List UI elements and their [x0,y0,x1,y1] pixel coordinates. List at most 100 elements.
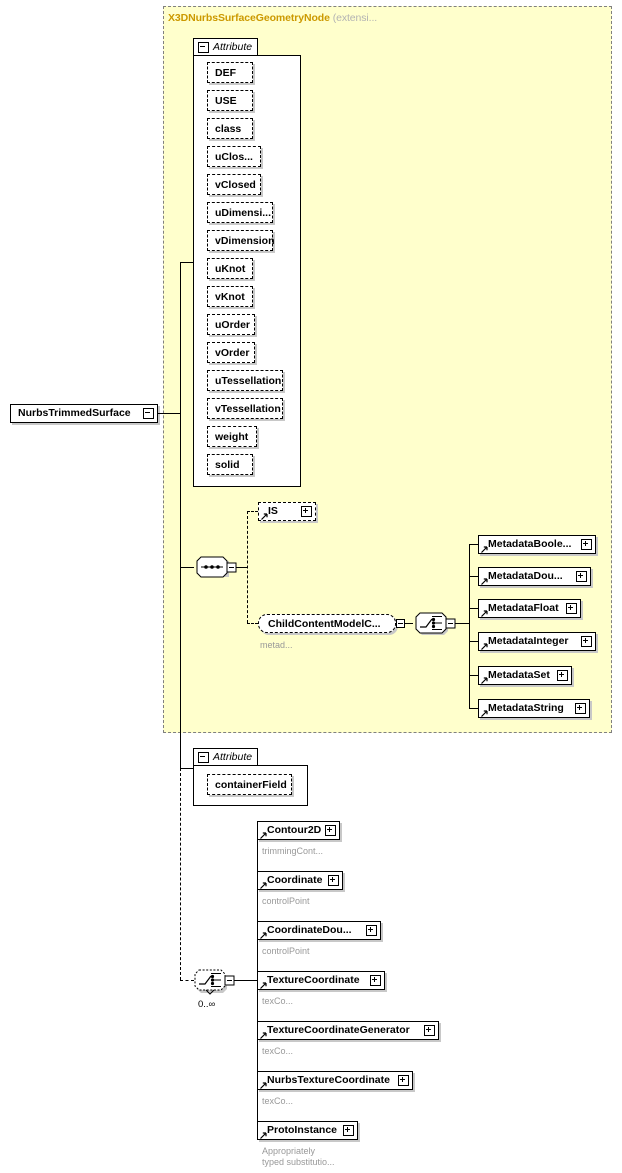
reference-arrow-icon [260,1031,267,1039]
expand-icon[interactable] [576,571,587,582]
attribute-vdimension[interactable]: vDimension [207,230,275,251]
element-caption: controlPoint [262,946,310,956]
expand-icon[interactable] [366,925,377,936]
expand-icon[interactable] [575,703,586,714]
reference-arrow-icon [260,931,267,939]
element-label: TextureCoordinateGenerator [267,1024,410,1037]
extension-region-title: X3DNurbsSurfaceGeometryNode (extensi... [168,12,377,24]
attribute-vorder[interactable]: vOrder [207,342,255,363]
element-label: MetadataDou... [488,570,563,583]
attribute-label: uClos... [215,150,253,163]
choice-compositor-icon[interactable] [413,610,457,636]
attribute-label: vTessellation [215,402,281,415]
connector [234,980,257,981]
extension-qualifier: (extensi... [332,12,378,24]
element-protoinstance[interactable]: ProtoInstance [257,1121,358,1140]
attribute-use[interactable]: USE [207,90,253,111]
choice-compositor-icon-optional[interactable] [192,967,238,995]
attribute-class[interactable]: class [207,118,253,139]
reference-arrow-icon [260,1081,267,1089]
element-caption: trimmingCont... [262,846,324,856]
element-label: TextureCoordinate [267,974,360,987]
element-metadatadou[interactable]: MetadataDou... [478,567,591,586]
occurrence-indicator: 0..∞ [198,999,216,1010]
attribute-group-header-own[interactable]: Attribute [193,748,258,766]
element-metadataboole[interactable]: MetadataBoole... [478,535,596,554]
attribute-utessellation[interactable]: uTessellation [207,370,283,391]
connector [158,413,180,414]
attribute-uorder[interactable]: uOrder [207,314,255,335]
element-metadatastring[interactable]: MetadataString [478,699,590,718]
attribute-udimensi[interactable]: uDimensi... [207,202,273,223]
expand-icon[interactable] [581,539,592,550]
expand-icon[interactable] [398,1075,409,1086]
reference-arrow-icon [481,642,488,650]
reference-arrow-icon [260,1131,267,1139]
attribute-weight[interactable]: weight [207,426,257,447]
element-texturecoordinate[interactable]: TextureCoordinate [257,971,385,990]
attribute-vclosed[interactable]: vClosed [207,174,261,195]
element-texturecoordinategenerator[interactable]: TextureCoordinateGenerator [257,1021,439,1040]
reference-arrow-icon [261,512,268,520]
attribute-solid[interactable]: solid [207,454,253,475]
element-metadatafloat[interactable]: MetadataFloat [478,599,581,618]
attribute-uknot[interactable]: uKnot [207,258,253,279]
expand-icon[interactable] [325,825,337,836]
reference-arrow-icon [481,577,488,585]
attribute-label: solid [215,458,240,471]
group-ref-label: ChildContentModelC... [268,617,381,630]
expand-icon[interactable] [557,670,568,681]
sequence-compositor-icon[interactable] [194,554,238,580]
expand-icon[interactable] [581,636,592,647]
root-element-nurbstrimmedsurface[interactable]: NurbsTrimmedSurface [10,404,158,423]
connector [180,262,194,263]
attribute-label: uKnot [215,262,246,275]
connector-optional [247,511,258,512]
element-nurbstexturecoordinate[interactable]: NurbsTextureCoordinate [257,1071,413,1090]
connector [236,567,247,568]
attribute-label: vKnot [215,290,245,303]
collapse-icon[interactable] [396,619,405,628]
element-caption: controlPoint [262,896,310,906]
element-is[interactable]: IS [258,502,316,521]
element-coordinatedou[interactable]: CoordinateDou... [257,921,381,940]
expand-icon[interactable] [301,506,312,517]
attribute-vknot[interactable]: vKnot [207,286,253,307]
element-label: MetadataSet [488,669,550,682]
expand-icon[interactable] [424,1025,435,1036]
attribute-group-header-inherited[interactable]: Attribute [193,38,258,56]
element-coordinate[interactable]: Coordinate [257,871,343,890]
connector-optional [247,623,258,624]
root-element-label: NurbsTrimmedSurface [18,407,131,420]
element-caption: texCo... [262,996,294,1006]
attribute-label: vClosed [215,178,256,191]
expand-icon[interactable] [343,1125,354,1136]
attribute-uclos[interactable]: uClos... [207,146,261,167]
element-label: MetadataFloat [488,602,559,615]
expand-icon[interactable] [328,875,339,886]
element-metadatainteger[interactable]: MetadataInteger [478,632,596,651]
attribute-def[interactable]: DEF [207,62,253,83]
expand-icon[interactable] [370,975,381,986]
group-ref-caption: metad... [260,640,293,650]
collapse-icon[interactable] [143,408,154,419]
group-ref-childcontentmodel[interactable]: ChildContentModelC... [258,614,396,633]
attribute-group-label: Attribute [213,751,253,764]
element-label: CoordinateDou... [267,924,352,937]
element-contour2d[interactable]: Contour2D [257,821,340,840]
collapse-icon[interactable] [198,752,209,763]
expand-icon[interactable] [566,603,577,614]
attribute-label: uOrder [215,318,251,331]
connector-optional [247,511,248,623]
attribute-containerfield[interactable]: containerField [207,774,292,795]
connector-optional [180,768,181,980]
attribute-vtessellation[interactable]: vTessellation [207,398,283,419]
attribute-label: class [215,122,242,135]
element-label: Coordinate [267,874,323,887]
reference-arrow-icon [481,709,488,717]
element-label: Contour2D [267,824,322,837]
collapse-icon[interactable] [198,42,209,53]
element-metadataset[interactable]: MetadataSet [478,666,572,685]
